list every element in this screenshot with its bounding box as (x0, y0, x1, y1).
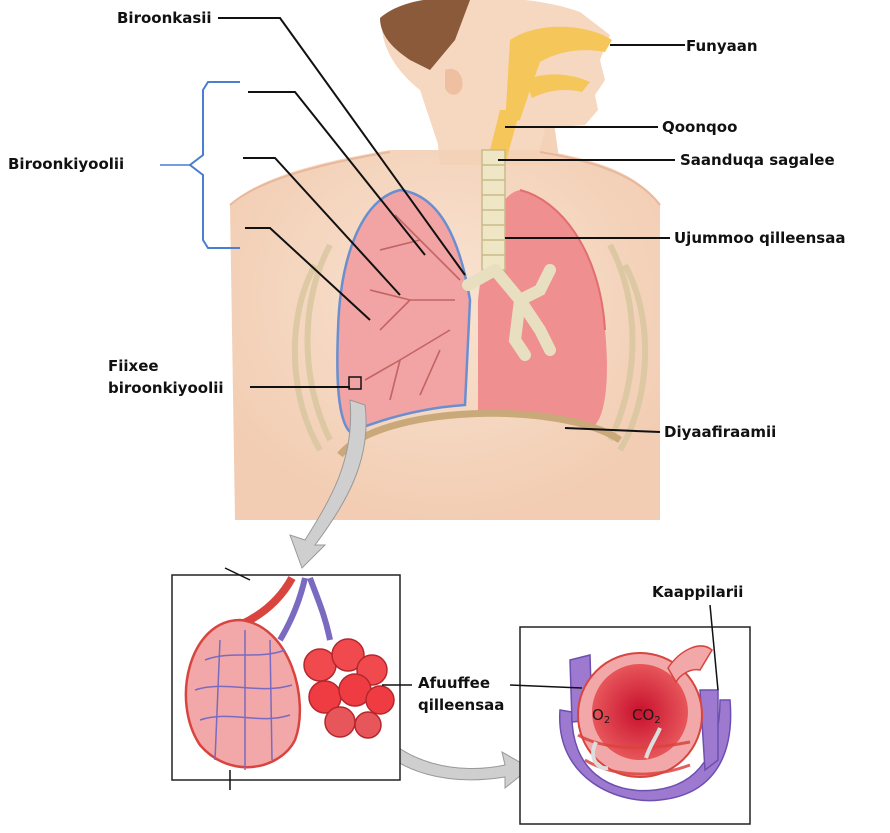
label-terminal-bronchiole-2: biroonkiyoolii (108, 379, 224, 397)
label-bronchus: Biroonkasii (117, 9, 212, 27)
label-alveoli-1: Afuuffee (418, 674, 490, 692)
label-pharynx: Qoonqoo (662, 118, 737, 136)
co2-sub: 2 (654, 715, 660, 726)
label-terminal-bronchiole-1: Fiixee (108, 357, 159, 375)
label-co2: CO2 (632, 706, 661, 730)
co2-base: CO (632, 706, 654, 724)
label-alveoli-2: qilleensaa (418, 696, 504, 714)
label-diaphragm: Diyaafiraamii (664, 423, 776, 441)
bronchiole-detail-panel (172, 568, 400, 790)
label-capillaries: Kaappilarii (652, 583, 743, 601)
label-nose: Funyaan (686, 37, 758, 55)
label-larynx: Saanduqa sagalee (680, 151, 835, 169)
alveolus-detail-panel (382, 605, 750, 824)
label-bronchioles: Biroonkiyoolii (8, 155, 124, 173)
label-trachea: Ujummoo qilleensaa (674, 229, 845, 247)
o2-sub: 2 (604, 715, 610, 726)
label-o2: O2 (592, 706, 610, 730)
o2-base: O (592, 706, 604, 724)
